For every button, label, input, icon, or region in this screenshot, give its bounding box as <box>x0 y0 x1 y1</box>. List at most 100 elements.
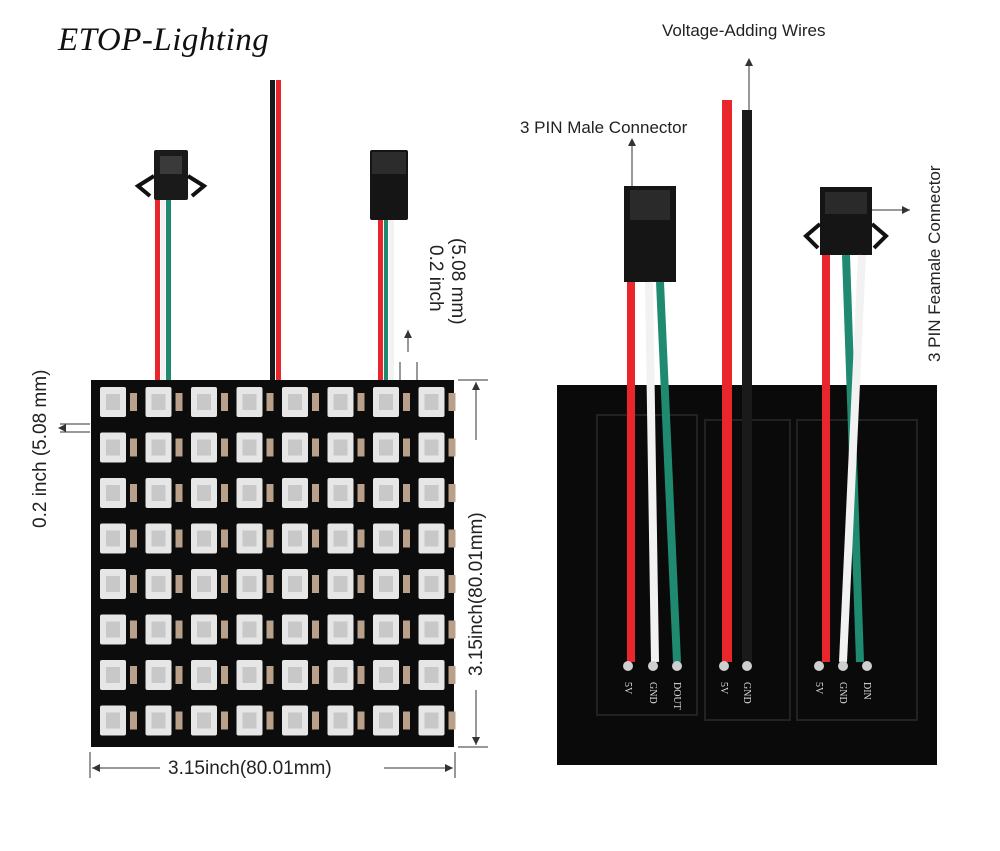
led-lens <box>151 576 166 592</box>
led-lens <box>424 576 439 592</box>
led-lens <box>333 530 348 547</box>
capacitor <box>175 393 183 411</box>
brand-logo: ETOP-Lighting <box>58 22 270 58</box>
capacitor <box>221 666 228 684</box>
capacitor <box>312 711 319 730</box>
capacitor <box>130 666 137 684</box>
male-connector-label: 3 PIN Male Connector <box>520 118 688 137</box>
led-lens <box>288 485 302 501</box>
capacitor <box>312 484 319 502</box>
capacitor <box>175 666 183 684</box>
capacitor <box>130 529 137 548</box>
led-lens <box>333 667 348 683</box>
led-lens <box>288 621 302 638</box>
led-lens <box>424 712 439 729</box>
led-lens <box>288 576 302 592</box>
capacitor <box>221 484 228 502</box>
capacitor <box>221 393 228 411</box>
left-height-label: 3.15inch(80.01mm) <box>466 512 487 676</box>
capacitor <box>130 711 137 730</box>
capacitor <box>357 484 365 502</box>
led-lens <box>106 667 120 683</box>
capacitor <box>357 666 365 684</box>
capacitor <box>130 575 137 593</box>
right-diagram <box>557 58 937 765</box>
pad-5v-1: 5V <box>622 682 633 695</box>
capacitor <box>403 620 410 639</box>
led-lens <box>424 621 439 638</box>
led-lens <box>197 394 211 410</box>
led-lens <box>288 667 302 683</box>
female-connector-label: 3 PIN Feamale Connector <box>925 165 944 362</box>
capacitor <box>175 529 183 548</box>
capacitor <box>175 484 183 502</box>
led-lens <box>424 485 439 501</box>
capacitor <box>130 438 137 457</box>
capacitor <box>266 666 274 684</box>
led-lens <box>242 712 257 729</box>
pad-gnd-2: GND <box>741 682 752 704</box>
led-lens <box>333 621 348 638</box>
capacitor <box>266 393 274 411</box>
left-connector-wires <box>134 80 408 380</box>
capacitor <box>221 529 228 548</box>
led-lens <box>288 394 302 410</box>
led-lens <box>333 712 348 729</box>
left-width-label: 3.15inch(80.01mm) <box>168 758 332 779</box>
led-lens <box>151 439 166 456</box>
led-lens <box>151 394 166 410</box>
capacitor <box>130 393 137 411</box>
capacitor <box>130 484 137 502</box>
capacitor <box>357 620 365 639</box>
pad-5v-3: 5V <box>813 682 824 695</box>
capacitor <box>403 666 410 684</box>
capacitor <box>403 484 410 502</box>
led-lens <box>151 712 166 729</box>
led-lens <box>197 667 211 683</box>
led-lens <box>242 485 257 501</box>
capacitor <box>312 529 319 548</box>
capacitor <box>312 438 319 457</box>
led-lens <box>242 530 257 547</box>
led-lens <box>379 439 393 456</box>
led-lens <box>424 667 439 683</box>
capacitor <box>403 529 410 548</box>
capacitor <box>403 438 410 457</box>
led-lens <box>197 712 211 729</box>
voltage-wires-label: Voltage-Adding Wires <box>662 21 826 40</box>
led-lens <box>333 439 348 456</box>
led-lens <box>197 621 211 638</box>
led-lens <box>106 394 120 410</box>
capacitor <box>266 484 274 502</box>
capacitor <box>266 575 274 593</box>
led-lens <box>242 621 257 638</box>
led-lens <box>379 667 393 683</box>
led-lens <box>197 439 211 456</box>
led-lens <box>424 394 439 410</box>
led-lens <box>333 576 348 592</box>
led-lens <box>106 485 120 501</box>
capacitor <box>312 393 319 411</box>
pad-dout: DOUT <box>671 682 682 710</box>
capacitor <box>448 711 456 730</box>
pad-5v-2: 5V <box>718 682 729 695</box>
capacitor <box>312 620 319 639</box>
led-lens <box>197 485 211 501</box>
capacitor <box>221 438 228 457</box>
led-lens <box>151 667 166 683</box>
pad-gnd-3: GND <box>837 682 848 704</box>
led-lens <box>242 439 257 456</box>
capacitor <box>312 666 319 684</box>
pad-gnd-1: GND <box>647 682 658 704</box>
led-lens <box>333 394 348 410</box>
capacitor <box>221 711 228 730</box>
capacitor <box>403 393 410 411</box>
led-lens <box>197 576 211 592</box>
led-lens <box>379 621 393 638</box>
led-lens <box>106 621 120 638</box>
led-lens <box>106 439 120 456</box>
led-lens <box>288 530 302 547</box>
capacitor <box>448 393 456 411</box>
led-lens <box>424 530 439 547</box>
led-lens <box>379 485 393 501</box>
